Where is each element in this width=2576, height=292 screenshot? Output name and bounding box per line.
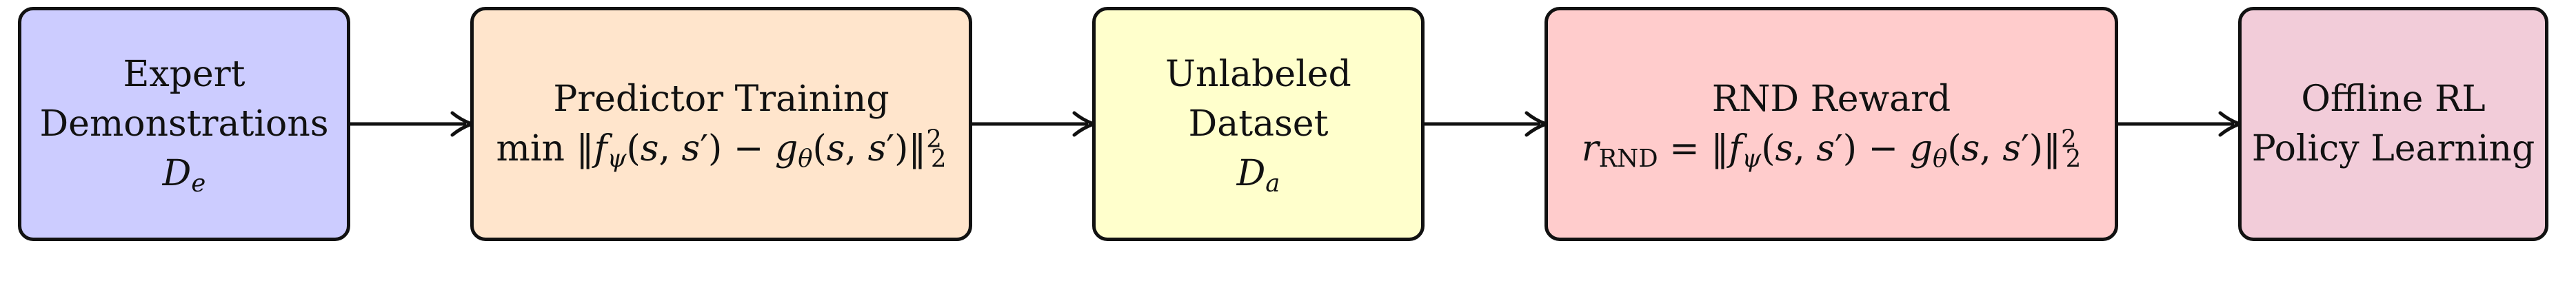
predictor-training-node: Predictor Training min ‖fψ(s, s′) − gθ(s… [470,7,972,241]
rnd-label: RND Reward [1711,79,1951,120]
arrow-unlabeled-to-rnd [1425,111,1548,137]
offline-label-line-2: Policy Learning [2251,128,2535,169]
predictor-objective-formula: min ‖fψ(s, s′) − gθ(s, s′)‖22 [496,125,947,173]
arrow-predictor-to-unlabeled [972,111,1096,137]
arrow-expert-to-predictor [350,111,474,137]
predictor-label: Predictor Training [553,79,889,120]
unlabeled-dataset-symbol: Da [1236,153,1280,198]
rnd-reward-node: RND Reward rRND = ‖fψ(s, s′) − gθ(s, s′)… [1544,7,2118,241]
expert-demonstrations-node: Expert Demonstrations De [18,7,350,241]
offline-rl-policy-learning-node: Offline RL Policy Learning [2238,7,2548,241]
expert-label-line-2: Demonstrations [39,103,329,145]
unlabeled-label-line-2: Dataset [1188,103,1329,145]
arrow-rnd-to-offline [2118,111,2242,137]
rnd-reward-formula: rRND = ‖fψ(s, s′) − gθ(s, s′)‖22 [1581,125,2082,173]
unlabeled-dataset-node: Unlabeled Dataset Da [1092,7,1425,241]
expert-label-line-1: Expert [123,54,245,95]
offline-label-line-1: Offline RL [2301,79,2486,120]
expert-dataset-symbol: De [162,153,206,198]
unlabeled-label-line-1: Unlabeled [1165,54,1351,95]
